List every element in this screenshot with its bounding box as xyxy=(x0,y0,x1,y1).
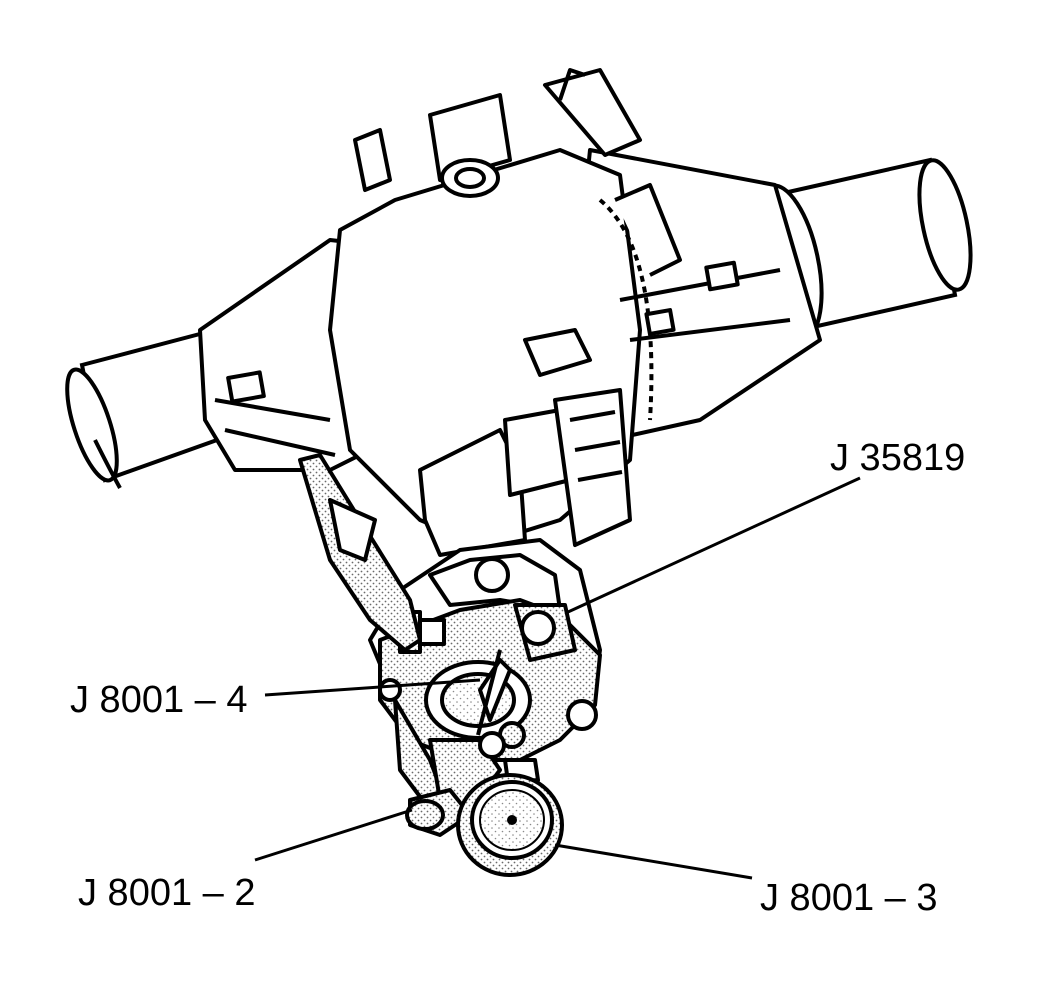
leader-j8001-2 xyxy=(254,808,413,862)
leader-lines xyxy=(254,476,861,880)
label-j8001-3: J 8001 – 3 xyxy=(760,877,937,919)
indicator-stem-j8001-2 xyxy=(405,721,540,837)
label-j8001-4: J 8001 – 4 xyxy=(70,679,247,721)
leader-j35819 xyxy=(567,476,861,614)
leader-j8001-4 xyxy=(264,678,481,697)
differential-housing xyxy=(198,68,822,557)
holder-arm-j8001-4 xyxy=(298,453,512,812)
label-j35819: J 35819 xyxy=(830,437,965,479)
label-j8001-2: J 8001 – 2 xyxy=(78,872,255,914)
dial-indicator-j8001-3 xyxy=(456,773,564,877)
leader-j8001-3 xyxy=(554,843,753,880)
